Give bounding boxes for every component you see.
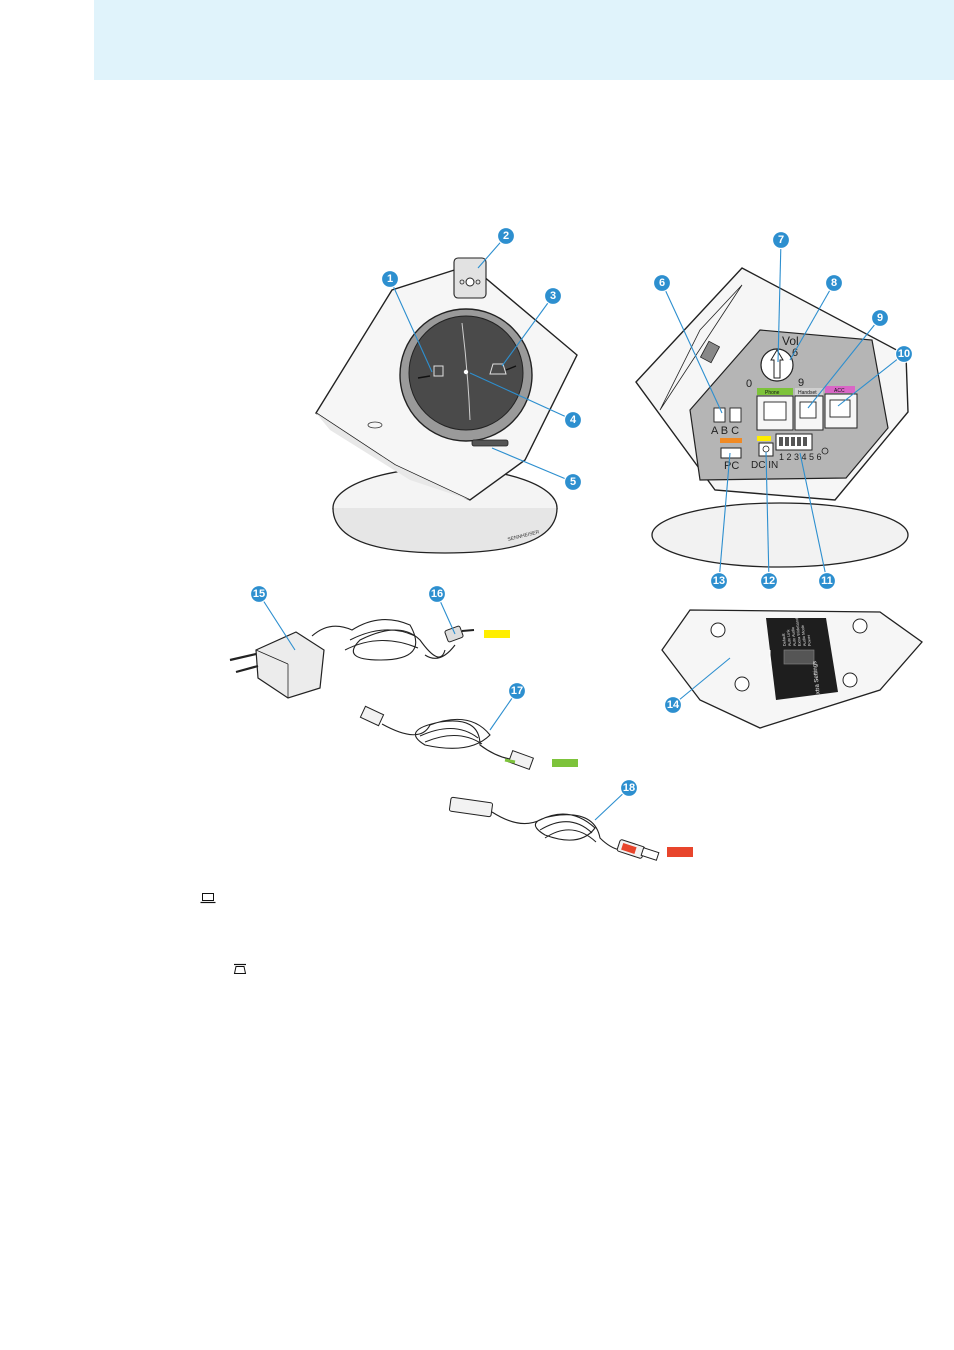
svg-text:9: 9 [877,312,883,324]
callout-15: 15 [251,586,268,603]
callout-2: 2 [498,228,515,245]
svg-text:18: 18 [623,782,635,794]
handset-label: Handset [798,390,817,396]
callout-7: 7 [773,232,790,249]
svg-text:6: 6 [659,277,665,289]
callout-18: 18 [621,780,638,797]
callout-9: 9 [872,310,889,327]
power-supply [230,620,510,698]
vol-six-label: 6 [792,347,798,359]
svg-text:7: 7 [778,234,784,246]
svg-text:12: 12 [763,575,775,587]
base-station-front: SENNHEISER [316,258,577,553]
pc-label: PC [724,460,739,472]
svg-text:13: 13 [713,575,725,587]
acc-label: ACC [834,388,845,394]
callout-16: 16 [429,586,446,603]
callout-6: 6 [654,275,671,292]
desk-phone-mode-icon [233,962,247,974]
base-underside: Extra Settings Default Auto Link Auto Au… [662,610,922,728]
dc-in-label: DC IN [751,460,778,471]
callout-17: 17 [509,683,526,700]
svg-text:4: 4 [570,414,577,426]
svg-text:11: 11 [821,575,833,587]
product-overview-diagram: SENNHEISER Vol 0 6 9 [0,0,954,900]
usb-cable [449,797,693,860]
svg-text:17: 17 [511,685,523,697]
vol-nine-label: 9 [798,377,804,389]
svg-text:15: 15 [253,588,265,600]
callout-14: 14 [665,697,682,714]
callout-4: 4 [565,412,582,429]
callout-3: 3 [545,288,562,305]
svg-text:10: 10 [898,348,910,360]
base-station-rear: Vol 0 6 9 Phone Handset ACC A B C PC DC … [636,268,908,567]
callout-8: 8 [826,275,843,292]
svg-text:8: 8 [831,277,837,289]
vol-label: Vol [782,334,799,348]
svg-text:1: 1 [387,273,393,285]
svg-text:5: 5 [570,476,576,488]
svg-text:3: 3 [550,290,556,302]
callout-12: 12 [761,573,778,590]
svg-text:16: 16 [431,588,443,600]
callout-5: 5 [565,474,582,491]
callout-10: 10 [896,346,913,363]
callout-11: 11 [819,573,836,590]
callout-13: 13 [711,573,728,590]
phone-label: Phone [765,390,780,396]
svg-text:14: 14 [667,699,680,711]
vol-zero-label: 0 [746,378,752,390]
pc-mode-icon [200,891,216,903]
svg-text:2: 2 [503,230,509,242]
telephone-cable [360,706,578,769]
abc-label: A B C [711,425,739,437]
callout-1: 1 [382,271,399,288]
